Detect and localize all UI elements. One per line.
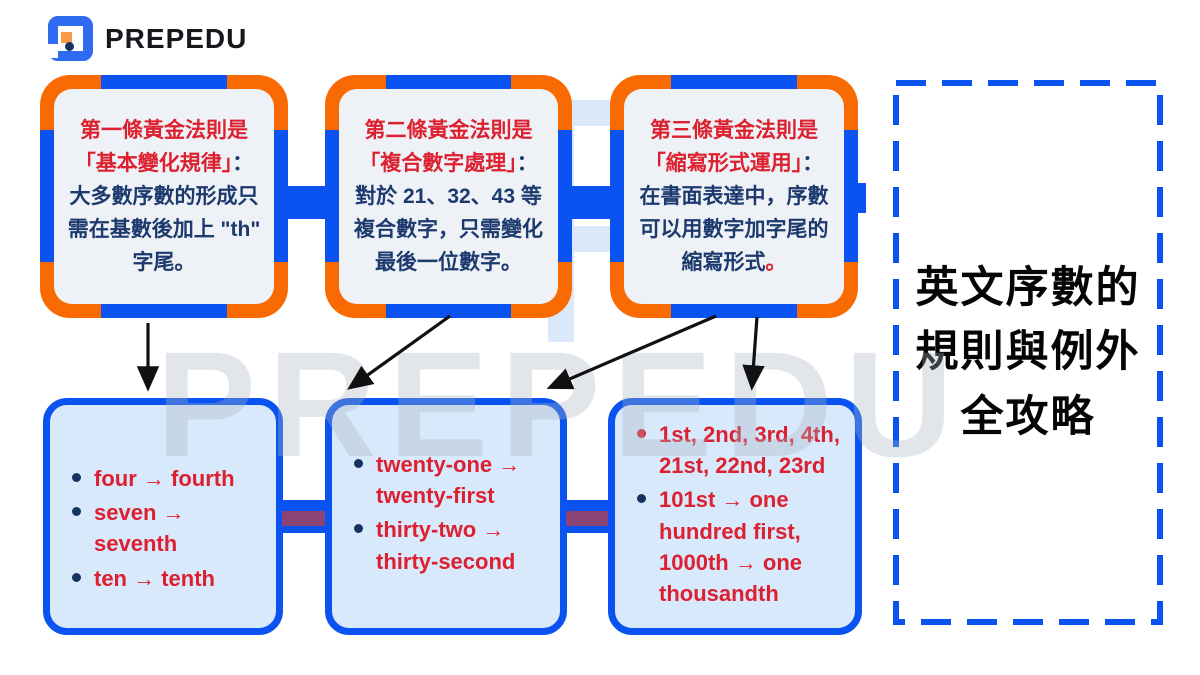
rule-1-text: 第一條黃金法則是「基本變化規律」：大多數序數的形成只需在基數後加上 "th" 字… [66, 114, 262, 280]
page-title: 英文序數的 規則與例外 全攻略 [893, 80, 1163, 625]
border-segment [670, 75, 798, 89]
border-segment [100, 304, 228, 318]
list-item: twenty-one → twenty-first [350, 449, 552, 511]
bullet-icon [350, 514, 376, 576]
bullet-icon [350, 449, 376, 511]
example-list-2: twenty-one → twenty-first thirty-two → t… [332, 405, 560, 577]
title-line-1: 英文序數的 [915, 263, 1141, 312]
title-line-2: 規則與例外 [915, 328, 1141, 377]
logo-icon-notch [46, 44, 58, 58]
brand-logo: PREPEDU [46, 16, 248, 61]
example-box-3: 1st, 2nd, 3rd, 4th, 21st, 22nd, 23rd 101… [608, 398, 862, 635]
list-item: 1st, 2nd, 3rd, 4th, 21st, 22nd, 23rd [633, 419, 847, 481]
arrow-rule2-to-ex2 [347, 314, 451, 390]
bullet-icon [68, 563, 94, 594]
logo-icon-orange-dot [61, 32, 72, 43]
prepedu-logo-icon [46, 16, 93, 61]
rule-1-body: ：大多數序數的形成只需在基數後加上 "th" 字尾。 [67, 151, 261, 275]
bullet-icon [68, 497, 94, 559]
example-list-3: 1st, 2nd, 3rd, 4th, 21st, 22nd, 23rd 101… [615, 405, 855, 609]
example-text: ten → tenth [94, 565, 215, 591]
example-connector-1-core [282, 511, 325, 526]
rule-box-2: 第二條黃金法則是「複合數字處理」：對於 21、32、43 等複合數字，只需變化最… [325, 75, 572, 318]
brand-name: PREPEDU [105, 22, 248, 54]
arrow-rule3-to-ex2 [546, 314, 717, 390]
list-item: four → fourth [68, 463, 268, 494]
example-list-1: four → fourth seven → seventh ten → tent… [50, 405, 276, 594]
border-segment [274, 130, 288, 262]
rule-1-lead: 第一條黃金法則是「基本變化規律」 [74, 118, 248, 175]
example-text: 1st, 2nd, 3rd, 4th, 21st, 22nd, 23rd [659, 422, 840, 479]
rule-connector-stub [858, 183, 866, 213]
list-item: 101st → one hundred first, 1000th → one … [633, 484, 847, 609]
rule-box-3: 第三條黃金法則是「縮寫形式運用」：在書面表達中，序數可以用數字加字尾的縮寫形式。 [610, 75, 858, 318]
rule-3-text: 第三條黃金法則是「縮寫形式運用」：在書面表達中，序數可以用數字加字尾的縮寫形式。 [636, 114, 832, 280]
title-panel: 英文序數的 規則與例外 全攻略 [893, 80, 1163, 625]
rule-2-body: ：對於 21、32、43 等複合數字，只需變化最後一位數字。 [354, 151, 543, 275]
example-box-1: four → fourth seven → seventh ten → tent… [43, 398, 283, 635]
rule-2-text: 第二條黃金法則是「複合數字處理」：對於 21、32、43 等複合數字，只需變化最… [351, 114, 546, 280]
title-line-3: 全攻略 [960, 392, 1096, 441]
example-text: seven → seventh [94, 500, 185, 557]
rule-3-tail: 。 [765, 251, 787, 275]
rule-box-1-body: 第一條黃金法則是「基本變化規律」：大多數序數的形成只需在基數後加上 "th" 字… [54, 89, 274, 304]
rule-connector-2 [568, 186, 614, 219]
rule-box-3-body: 第三條黃金法則是「縮寫形式運用」：在書面表達中，序數可以用數字加字尾的縮寫形式。 [624, 89, 844, 304]
border-segment [670, 304, 798, 318]
example-text: 101st → one hundred first, 1000th → one … [659, 487, 803, 607]
border-segment [40, 130, 54, 262]
bullet-icon [633, 484, 659, 609]
rule-box-2-body: 第二條黃金法則是「複合數字處理」：對於 21、32、43 等複合數字，只需變化最… [339, 89, 558, 304]
example-box-2: twenty-one → twenty-first thirty-two → t… [325, 398, 567, 635]
list-item: thirty-two → thirty-second [350, 514, 552, 576]
bullet-icon [68, 463, 94, 494]
rule-2-lead: 第二條黃金法則是「複合數字處理」 [359, 118, 533, 175]
example-text: twenty-one → twenty-first [376, 452, 521, 509]
bullet-icon [633, 419, 659, 481]
example-text: four → fourth [94, 466, 235, 491]
border-segment [325, 130, 339, 262]
arrow-rule3-to-ex3 [742, 316, 765, 391]
rule-connector-1 [284, 186, 329, 219]
example-text: thirty-two → thirty-second [376, 517, 516, 574]
dashed-border [893, 80, 1163, 625]
list-item: seven → seventh [68, 497, 268, 559]
example-connector-2-core [566, 511, 608, 526]
border-segment [385, 304, 512, 318]
rule-box-1: 第一條黃金法則是「基本變化規律」：大多數序數的形成只需在基數後加上 "th" 字… [40, 75, 288, 318]
border-segment [844, 130, 858, 262]
border-segment [385, 75, 512, 89]
rule-3-body: ：在書面表達中，序數可以用數字加字尾的縮寫形式 [639, 151, 829, 275]
list-item: ten → tenth [68, 563, 268, 594]
border-segment [100, 75, 228, 89]
rule-3-lead: 第三條黃金法則是「縮寫形式運用」 [644, 118, 818, 175]
